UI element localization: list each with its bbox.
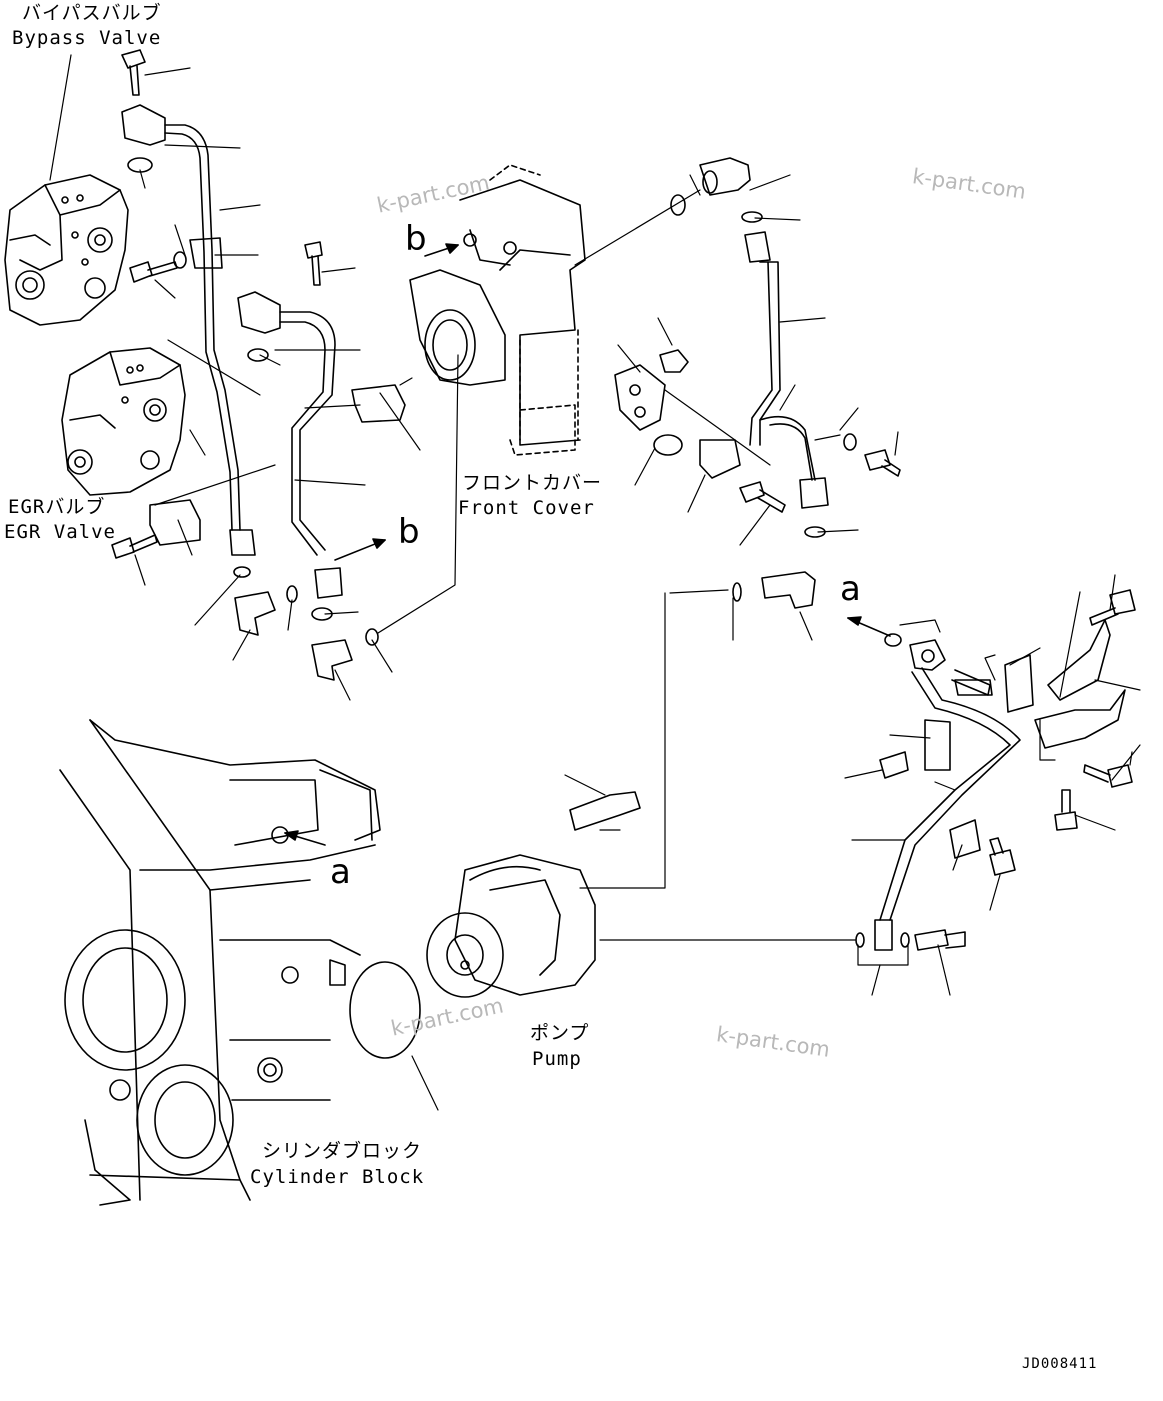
ref-letter-b-top: b <box>405 219 427 259</box>
pump-label-en: Pump <box>532 1048 582 1070</box>
bracket-upper-right <box>615 350 900 512</box>
bypass-valve-body <box>5 175 128 325</box>
egr-pipe <box>238 292 342 598</box>
pump-label-jp: ポンプ <box>530 1022 590 1044</box>
cylinder-block <box>60 720 380 1205</box>
bypass-valve-label-en: Bypass Valve <box>12 27 162 49</box>
ref-letter-a-block: a <box>330 852 351 892</box>
egr-valve-label-en: EGR Valve <box>4 521 116 543</box>
pump-feed-pipe <box>875 640 1033 950</box>
pump-outlet-pipe-upper <box>671 158 828 537</box>
clamps-left <box>150 385 405 545</box>
elbow-fittings-left <box>235 592 352 680</box>
front-cover-label-jp: フロントカバー <box>462 472 603 494</box>
ref-letter-b-mid: b <box>398 512 420 552</box>
cylinder-block-label-jp: シリンダブロック <box>262 1140 423 1162</box>
front-cover <box>410 165 585 455</box>
bypass-valve-label-jp: バイパスバルブ <box>22 2 162 24</box>
bracket-lower-right <box>856 590 1135 950</box>
egr-valve-label-jp: EGRバルブ <box>8 496 106 518</box>
egr-valve-body <box>62 348 185 495</box>
leader-lines <box>50 55 1140 1110</box>
drawing-code: JD008411 <box>1022 1356 1098 1372</box>
water-pump <box>427 792 640 997</box>
bolts-top-left <box>112 50 322 558</box>
o-rings-left <box>128 158 378 645</box>
pump-gasket <box>350 962 420 1058</box>
pump-inlet-fittings <box>733 572 901 646</box>
reference-arrows <box>285 244 890 845</box>
front-cover-label-en: Front Cover <box>458 497 595 519</box>
ref-letter-a-right: a <box>840 569 861 609</box>
cylinder-block-label-en: Cylinder Block <box>250 1166 425 1188</box>
